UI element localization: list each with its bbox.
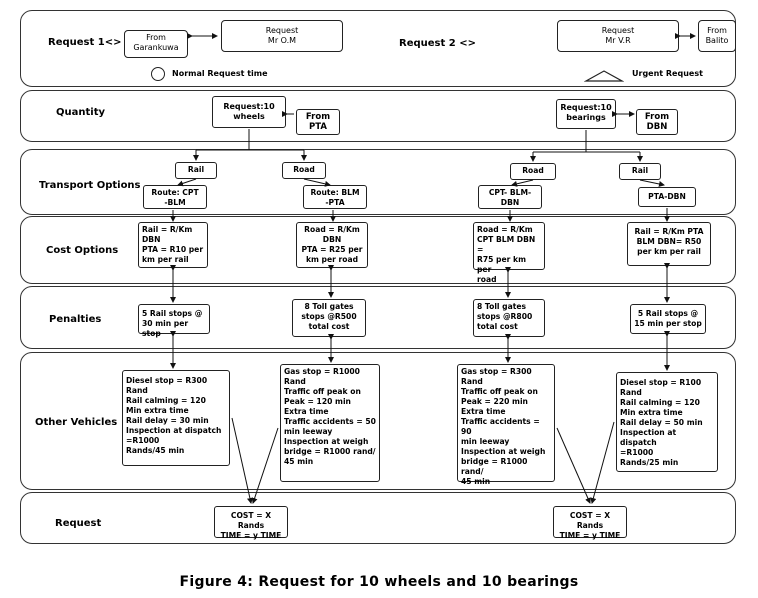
band-transport [20,149,736,215]
from-garankuwa-box: From Garankuwa [124,30,188,58]
row-label-quantity: Quantity [56,107,105,118]
from-balito-box: From Balito [698,20,736,52]
row-label-request-bottom: Request [55,518,102,529]
penalty-rail-stops-30: 5 Rail stops @ 30 min per stop [138,304,210,338]
rail-option-right: Rail [619,163,661,180]
result-cost-time-right: COST = X Rands TIME = y TIME [553,506,627,540]
legend-urgent-label: Urgent Request [632,69,703,78]
cost-rail-cpt-blm: Rail = R/Km DBN PTA = R10 per km per rai… [138,222,208,268]
route-blm-pta-box: Route: BLM -PTA [303,185,367,209]
other-diesel-rail-left: Diesel stop = R300 Rand Rail calming = 1… [122,370,230,466]
normal-request-circle-icon [151,67,165,81]
other-gas-road-left: Gas stop = R1000 Rand Traffic off peak o… [280,364,380,482]
row-label-transport: Transport Options [39,180,141,191]
other-gas-road-right: Gas stop = R300 Rand Traffic off peak on… [457,364,555,486]
figure-caption: Figure 4: Request for 10 wheels and 10 b… [179,574,579,590]
route-cpt-blm-box: Route: CPT -BLM [143,185,207,209]
request-mr-om-box: Request Mr O.M [221,20,343,52]
result-cost-time-left: COST = X Rands TIME = y TIME [214,506,288,540]
cost-road-blm-pta: Road = R/Km DBN PTA = R25 per km per roa… [296,222,368,268]
rail-option-left: Rail [175,162,217,179]
urgent-request-triangle-icon [583,67,625,82]
penalty-toll-gates-800: 8 Toll gates stops @R800 total cost [473,299,545,337]
from-pta-box: From PTA [296,109,340,135]
road-option-left: Road [282,162,326,179]
row-label-request-1: Request 1<> [48,37,122,48]
penalty-rail-stops-15: 5 Rail stops @ 15 min per stop [630,304,706,334]
row-label-penalties: Penalties [49,314,102,325]
request-10-bearings-box: Request:10 bearings [556,99,616,129]
row-label-other-vehicles: Other Vehicles [35,417,118,428]
row-label-request-2: Request 2 <> [399,38,476,49]
road-option-right: Road [510,163,556,180]
from-dbn-box: From DBN [636,109,678,135]
route-pta-dbn-box: PTA-DBN [638,187,696,207]
cost-road-cpt-blm-dbn: Road = R/Km CPT BLM DBN = R75 per km per… [473,222,545,284]
legend-normal-label: Normal Request time [172,69,268,78]
route-cpt-blm-dbn-box: CPT- BLM- DBN [478,185,542,209]
other-diesel-rail-right: Diesel stop = R100 Rand Rail calming = 1… [616,372,718,472]
penalty-toll-gates-500: 8 Toll gates stops @R500 total cost [292,299,366,337]
row-label-cost: Cost Options [46,245,119,256]
